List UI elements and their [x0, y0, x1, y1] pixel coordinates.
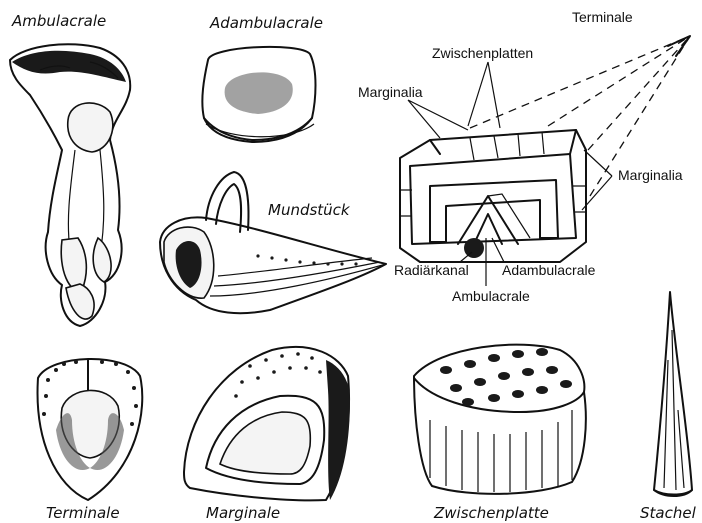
stachel-drawing — [654, 292, 692, 496]
label-marginalia-left: Marginalia — [358, 84, 423, 100]
label-radiaerkanal: Radiärkanal — [394, 262, 469, 278]
label-zwischenplatte: Zwischenplatte — [433, 504, 549, 522]
label-marginalia-right: Marginalia — [618, 167, 683, 183]
label-terminale-schematic: Terminale — [572, 9, 633, 25]
ambulacrale-drawing — [10, 44, 130, 326]
label-stachel: Stachel — [640, 504, 697, 522]
zwischenplatte-drawing — [414, 345, 586, 494]
adambulacrale-drawing — [202, 47, 315, 142]
label-adambulacrale: Adambulacrale — [209, 14, 323, 32]
terminale-drawing — [38, 359, 143, 500]
marginale-drawing — [184, 347, 350, 500]
label-ambulacrale: Ambulacrale — [11, 12, 106, 30]
label-mundstueck: Mundstück — [268, 201, 351, 219]
mundstueck-drawing — [160, 172, 386, 313]
label-marginale: Marginale — [206, 504, 280, 522]
label-ambulacrale-schematic: Ambulacrale — [452, 288, 530, 304]
label-terminale: Terminale — [46, 504, 120, 522]
label-zwischenplatten: Zwischenplatten — [432, 45, 533, 61]
arm-cross-section-schematic — [400, 36, 690, 286]
label-adambulacrale-schematic: Adambulacrale — [502, 262, 596, 278]
